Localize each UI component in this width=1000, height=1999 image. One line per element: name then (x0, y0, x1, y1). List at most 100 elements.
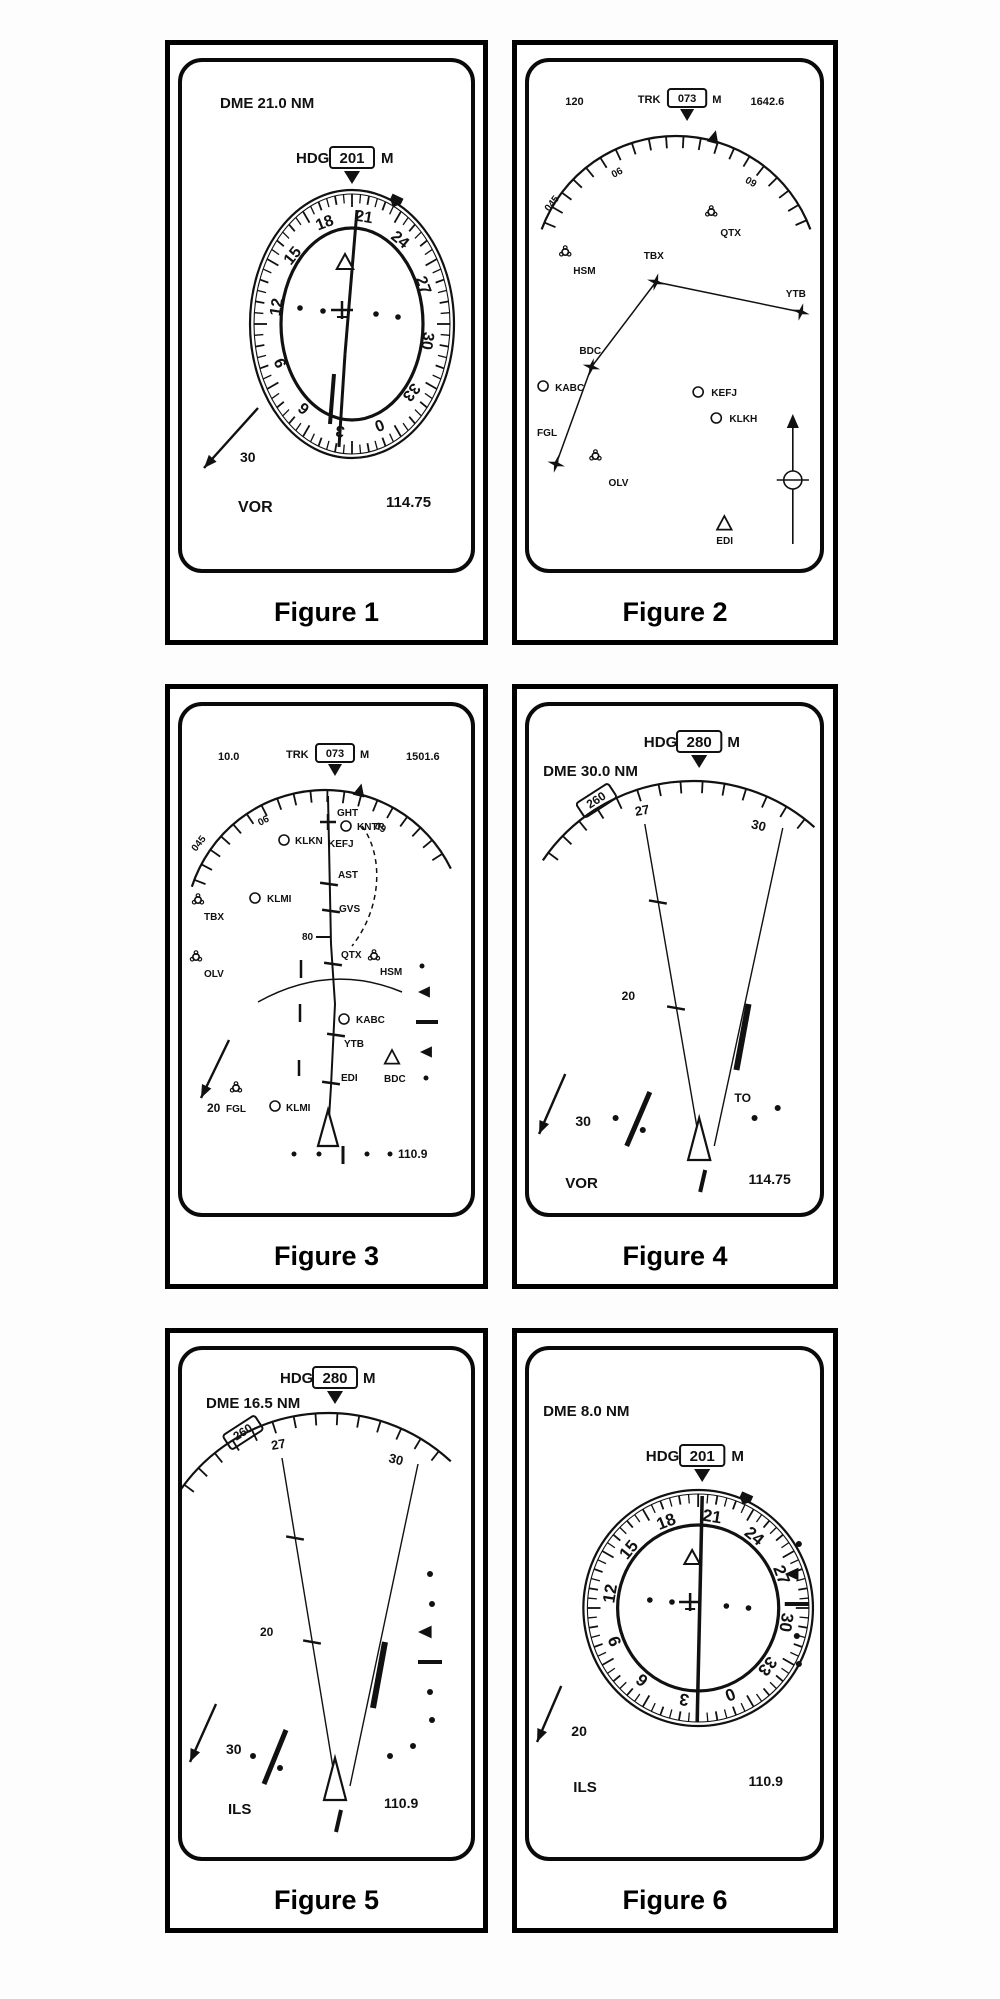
label: TBX (204, 912, 224, 923)
rose-tick (419, 239, 428, 247)
label: FGL (537, 428, 557, 439)
waypoint-KABC (537, 380, 549, 392)
arc-label-06: 06 (610, 166, 625, 181)
rose-tick (762, 1520, 771, 1529)
waypoint-KLMI-2 (269, 1100, 281, 1112)
airport-OLV (589, 449, 602, 461)
arc-tick (335, 1413, 339, 1426)
rose-tick (591, 1577, 601, 1582)
arc-tick (341, 791, 346, 804)
arc-tick (787, 204, 800, 212)
airport-lobe (596, 455, 602, 461)
arc-tick (779, 806, 788, 818)
arc-tick (544, 221, 556, 229)
label: KABC (555, 383, 584, 394)
arc-tick (357, 794, 363, 807)
rose-tick (687, 1712, 690, 1722)
deviation-dot (316, 1151, 322, 1157)
rose-tick (271, 248, 280, 256)
arrow-head (190, 1748, 201, 1762)
rose-number: 0 (372, 415, 386, 434)
airport-lobe (589, 455, 595, 461)
hdg-label: HDG (646, 1448, 680, 1465)
bar (698, 1169, 708, 1193)
arc-tick (232, 823, 242, 834)
label: KLKN (295, 836, 323, 847)
distance-readout: 1501.6 (406, 751, 440, 763)
arc-tick (395, 1428, 403, 1440)
label: HSM (573, 266, 595, 277)
arc-tick (431, 852, 443, 862)
fix-tick (666, 1005, 686, 1011)
rose-tick (334, 443, 338, 453)
hdg-value: 280 (312, 1366, 358, 1389)
arc-tick (681, 136, 685, 149)
range-arrow (203, 407, 259, 469)
arc-label-30: 30 (750, 816, 768, 834)
airport-lobe (197, 956, 203, 962)
arc-tick (599, 157, 608, 169)
label: GHT (337, 808, 358, 819)
arc-tick (411, 826, 422, 838)
route-line (327, 795, 337, 1135)
rose-tick (714, 1711, 719, 1721)
fix-line (321, 1080, 341, 1086)
arc-tick (741, 788, 747, 801)
rose-tick (781, 1667, 790, 1674)
rose-tick (366, 443, 370, 453)
airport-lobe (195, 893, 201, 899)
arc-tick (271, 1421, 277, 1434)
arc-line (541, 779, 816, 861)
cdi-bar (328, 373, 336, 425)
rose-number: 18 (313, 212, 336, 234)
waypoint-symbol (335, 251, 355, 270)
arc-tick (562, 835, 573, 845)
figure-4-caption: Figure 4 (622, 1241, 728, 1271)
north-head (786, 414, 799, 428)
arc-line (190, 788, 452, 888)
deviation-dot (427, 1571, 433, 1577)
rose-tick (295, 422, 302, 431)
fix-line (321, 908, 341, 914)
rose-tick (732, 1500, 737, 1510)
rose-tick (591, 1634, 601, 1639)
to-from-flag: TO (734, 1091, 751, 1105)
deviation-dot (364, 1151, 370, 1157)
arc-tick (251, 1429, 258, 1442)
waypoint-KEFJ (692, 386, 705, 398)
rose-tick (790, 1651, 799, 1657)
bearing-line (349, 1463, 419, 1787)
rose-tick (439, 344, 449, 348)
rose-tick (288, 416, 296, 425)
rose-tick (678, 1495, 682, 1505)
arc-tick (214, 1452, 223, 1464)
arc-tick (422, 839, 433, 849)
rose-tick (295, 217, 302, 226)
figure-2-caption: Figure 2 (622, 597, 728, 627)
arrow-head (201, 1084, 212, 1098)
arc-tick (761, 796, 768, 808)
heading-pointer (694, 1469, 711, 1482)
arc-tick (260, 804, 268, 817)
rose-tick (755, 1693, 763, 1702)
deviation-dot (419, 963, 425, 969)
rose-tick (798, 1625, 808, 1629)
arc-line (540, 134, 812, 230)
airport-OLV (189, 950, 203, 962)
label: KLMI (286, 1103, 311, 1114)
rose-tick (326, 440, 330, 450)
figure-5-caption: Figure 5 (273, 1885, 380, 1915)
rose-tick (255, 300, 265, 304)
rose-tick (374, 198, 378, 208)
rose-inner-ring (279, 226, 425, 422)
rose-tick (381, 437, 387, 447)
airport-HSM (558, 245, 572, 257)
arc-tick (614, 148, 622, 161)
rose-tick (607, 1667, 616, 1674)
rose-tick (432, 374, 442, 380)
label: KABC (356, 1015, 385, 1026)
